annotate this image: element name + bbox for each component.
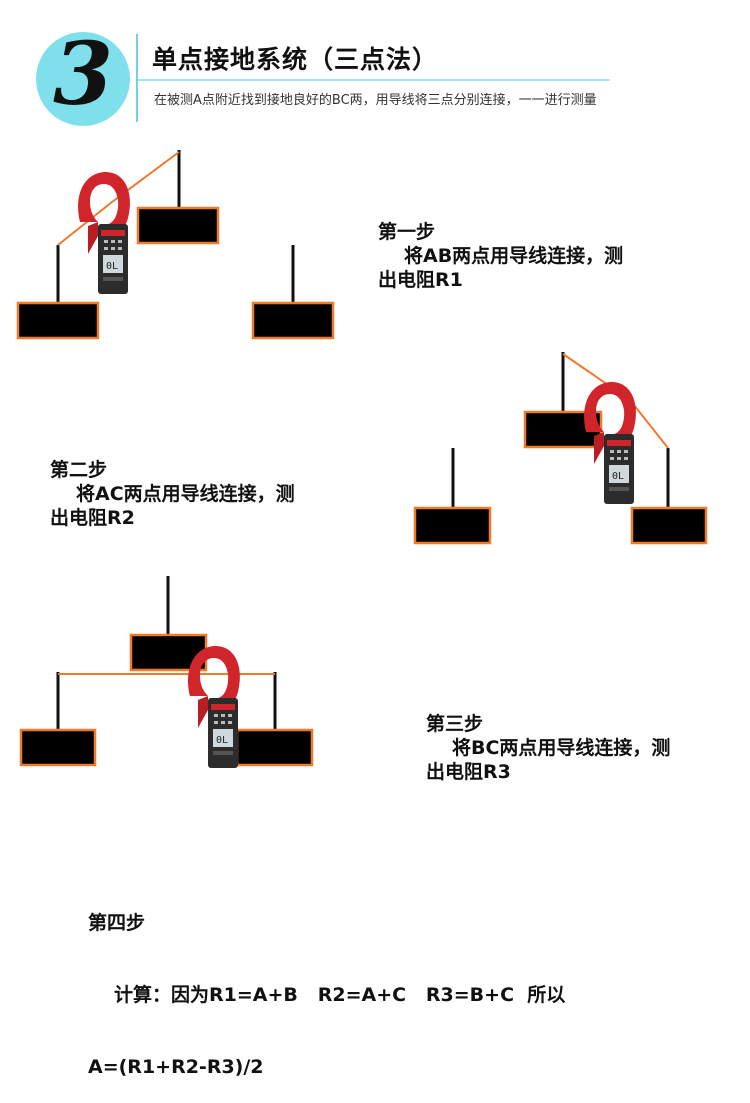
ground-electrode-b [136,206,220,245]
ground-electrode-a [413,506,492,545]
step2-line2: 出电阻R2 [50,507,135,529]
step3-description: 第三步 将BC两点用导线连接，测 出电阻R3 [426,712,670,784]
page-title: 单点接地系统（三点法） [152,45,439,74]
step2-diagram [413,352,708,545]
step4-line2: A=(R1+R2-R3)/2 [88,1056,264,1078]
step-number: 3 [53,24,113,125]
page-subtitle: 在被测A点附近找到接地良好的BC两，用导线将三点分别连接，一一进行测量 [154,93,597,108]
step3-diagram [19,576,314,768]
step1-line2: 出电阻R1 [378,269,463,291]
step1-description: 第一步 将AB两点用导线连接，测 出电阻R1 [378,220,623,292]
step4-line1: 计算：因为R1=A+B R2=A+C R3=B+C 所以 [114,984,566,1006]
step2-description: 第二步 将AC两点用导线连接，测 出电阻R2 [50,458,295,530]
step1-line1: 将AB两点用导线连接，测 [404,245,624,267]
clamp-meter-icon [78,171,130,294]
ground-electrode-a [16,301,100,340]
header-vertical-divider [136,34,138,122]
ground-electrode-b [19,728,97,767]
grounding-diagram: 0L [16,150,708,768]
page-header: 3 单点接地系统（三点法） 在被测A点附近找到接地良好的BC两，用导线将三点分别… [0,0,750,140]
wire-ab [57,151,180,246]
step3-line1: 将BC两点用导线连接，测 [452,737,671,759]
step4-description: 第四步 计算：因为R1=A+B R2=A+C R3=B+C 所以 A=(R1+R… [88,863,565,1103]
header-horizontal-divider [138,79,610,81]
clamp-meter-icon [188,645,240,768]
step1-diagram [16,150,335,340]
ground-electrode-c [235,728,314,767]
ground-electrode-c [251,301,335,340]
step1-heading: 第一步 [378,221,436,243]
step2-line1: 将AC两点用导线连接，测 [76,483,295,505]
step3-line2: 出电阻R3 [426,761,511,783]
step2-heading: 第二步 [50,459,108,481]
step-number-badge [36,32,130,126]
step4-heading: 第四步 [88,912,146,934]
step3-heading: 第三步 [426,713,484,735]
ground-electrode-c [630,506,708,545]
